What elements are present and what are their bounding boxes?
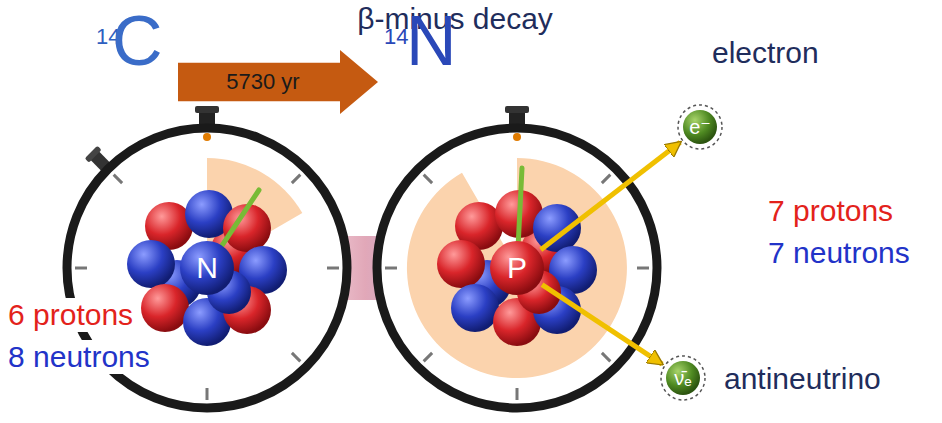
element-symbol: C: [112, 6, 163, 76]
neutron-sphere: N: [179, 240, 235, 296]
node-text: ν̄ₑ: [674, 368, 691, 388]
electron-particle: e⁻: [677, 104, 723, 150]
stopwatch-crown: [199, 112, 215, 125]
arrow-shape: [178, 50, 378, 114]
node-text: e⁻: [689, 117, 711, 137]
carbon-nucleus: [127, 190, 287, 346]
stopwatch-crown-cap: [195, 106, 219, 113]
emission-arrow: [542, 285, 662, 365]
stopwatch-ring: [377, 128, 657, 408]
particle-name: electron: [712, 38, 819, 68]
particle-halo: [661, 356, 705, 400]
particle-ball: [683, 110, 717, 144]
stopwatch-crown-cap: [505, 106, 529, 113]
nucleon-circle: [180, 241, 234, 295]
stopwatch-crown: [509, 112, 525, 125]
proton-count: 6 protons: [4, 298, 137, 332]
nucleon-circle: [490, 241, 544, 295]
node-text: 5730 yr: [226, 71, 329, 93]
mass-number: 14: [384, 26, 408, 48]
node-text: P: [507, 253, 527, 283]
proton-count: 7 protons: [768, 196, 893, 226]
stopwatch-marker: [513, 133, 521, 141]
half-life-arrow: 5730 yr: [178, 50, 378, 114]
particle-name: antineutrino: [724, 364, 881, 394]
nitrogen-nucleus: [437, 190, 597, 346]
neutron-count: 8 neutrons: [4, 340, 154, 374]
stopwatch-right: [377, 106, 657, 408]
element-symbol: N: [406, 6, 457, 76]
antineutrino-particle: ν̄ₑ: [660, 355, 706, 401]
stopwatch-marker: [203, 133, 211, 141]
emission-arrow: [541, 142, 680, 249]
stopwatch-ticks: [385, 175, 649, 400]
node-text: N: [196, 253, 218, 283]
neutron-count: 7 neutrons: [768, 238, 910, 268]
elapsed-sector: [407, 158, 627, 378]
proton-sphere: P: [489, 240, 545, 296]
particle-halo: [678, 105, 722, 149]
particle-ball: [666, 361, 700, 395]
